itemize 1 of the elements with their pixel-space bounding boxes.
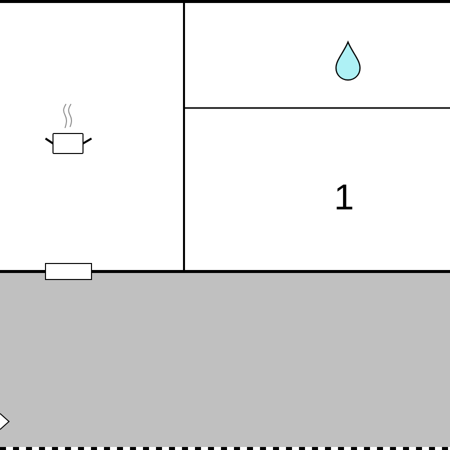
room-number: 1 [336,184,352,210]
